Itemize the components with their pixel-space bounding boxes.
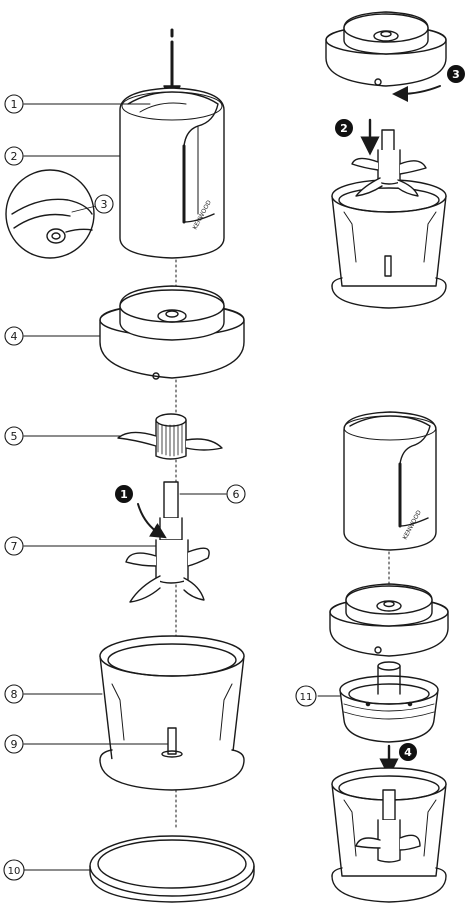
callout-8: 8: [4, 684, 24, 704]
chopping-bowl: [99, 635, 245, 791]
svg-text:8: 8: [11, 688, 18, 701]
blade-spindle: [125, 481, 210, 603]
motor-unit-bottom-right: [343, 411, 437, 551]
cord-detail-inset: [5, 169, 95, 259]
svg-text:6: 6: [233, 488, 240, 501]
callout-11: 11: [295, 685, 317, 707]
bowl-top-right: [331, 129, 447, 309]
svg-text:3: 3: [452, 68, 460, 81]
svg-text:11: 11: [300, 692, 313, 703]
lid-top-right: [325, 11, 447, 87]
bowl-lid: [99, 285, 245, 380]
callout-3: 3: [94, 194, 114, 214]
svg-text:9: 9: [11, 738, 18, 751]
callout-5: 5: [4, 426, 24, 446]
callout-7: 7: [4, 536, 24, 556]
step-badge-2: 2: [335, 119, 353, 137]
svg-text:2: 2: [11, 150, 18, 163]
svg-text:4: 4: [404, 746, 412, 759]
callout-2: 2: [4, 146, 24, 166]
step-1-arrow: [137, 503, 167, 539]
svg-text:2: 2: [340, 122, 348, 135]
callout-4: 4: [4, 326, 24, 346]
bowl-bottom-right: [331, 767, 447, 903]
anti-slip-base: [89, 835, 255, 903]
svg-text:7: 7: [11, 540, 18, 553]
callout-10: 10: [3, 859, 25, 881]
leader-3: [71, 205, 97, 213]
callout-6: 6: [226, 484, 246, 504]
step-3-arrow: [392, 85, 441, 102]
step-badge-3: 3: [447, 65, 465, 83]
motor-unit: [119, 87, 225, 259]
svg-text:10: 10: [8, 866, 21, 877]
step-badge-1: 1: [115, 485, 133, 503]
callout-9: 9: [4, 734, 24, 754]
lid-bottom-right: [329, 583, 449, 657]
svg-text:4: 4: [11, 330, 18, 343]
upper-blade: [117, 413, 223, 460]
svg-text:1: 1: [120, 488, 128, 501]
callout-1: 1: [4, 94, 24, 114]
step-badge-4: 4: [399, 743, 417, 761]
svg-text:1: 1: [11, 98, 18, 111]
ice-crusher-attachment: [339, 661, 439, 743]
svg-text:5: 5: [11, 430, 18, 443]
svg-text:3: 3: [101, 198, 108, 211]
